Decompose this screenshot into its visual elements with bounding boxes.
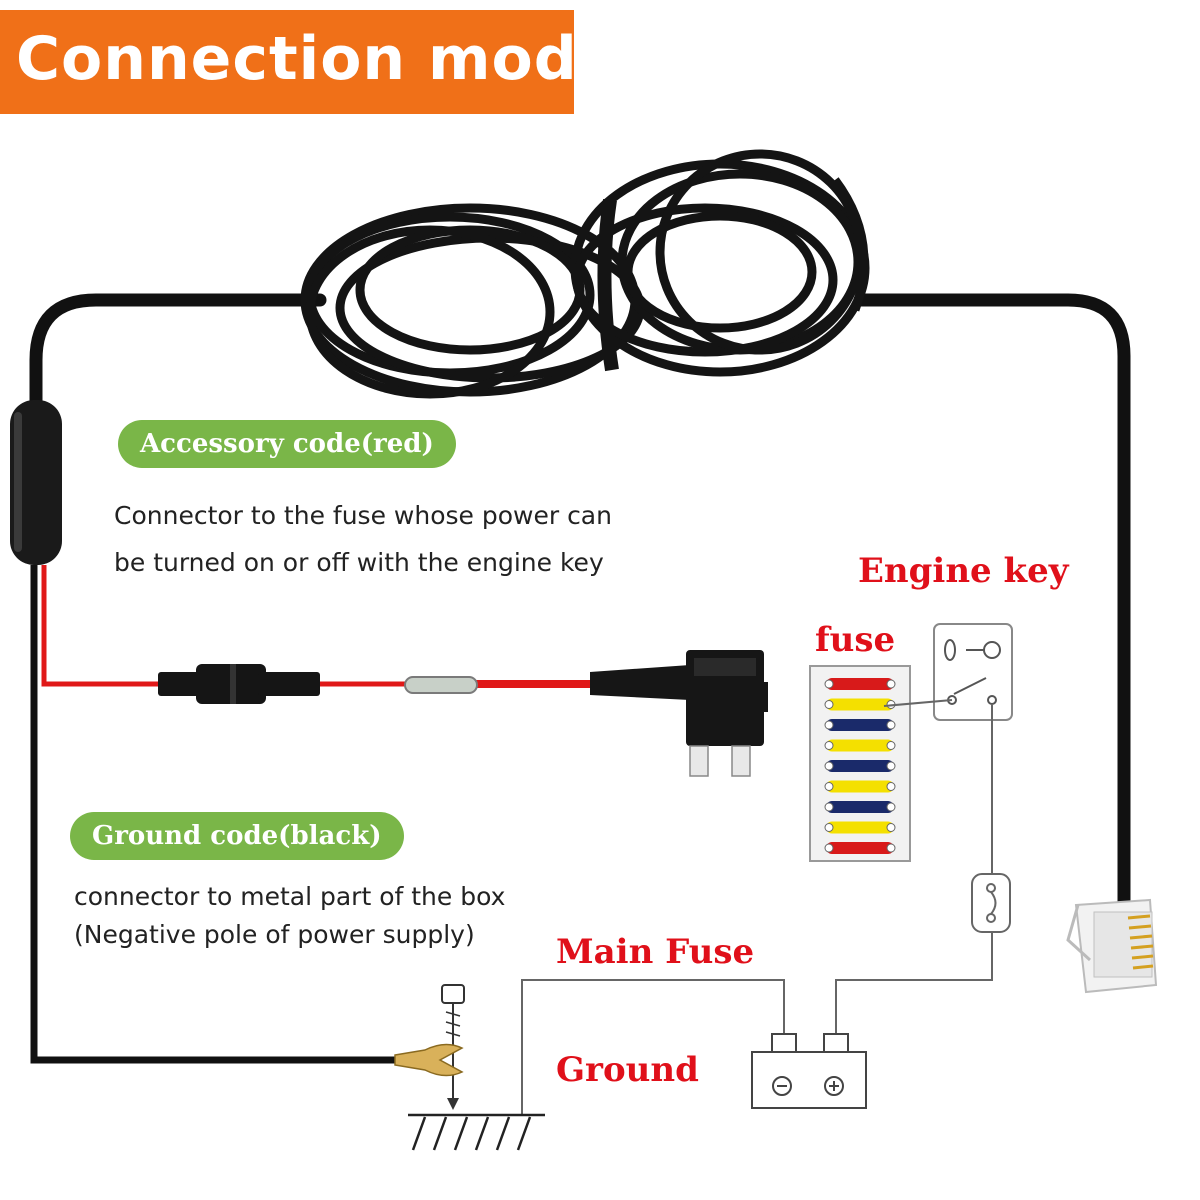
ground-label: Ground [556,1050,699,1090]
engine-key-switch [933,623,1013,721]
accessory-desc-line1: Connector to the fuse whose power can [114,501,612,530]
fuse-item [824,760,896,772]
title-banner: Connection mode [0,10,618,114]
circuit-wires [521,699,993,1115]
fuse-item [824,801,896,813]
fuse-item [824,842,896,854]
fuse-item [824,821,896,834]
engine-key-label: Engine key [858,551,1069,591]
fuse-item [824,698,896,711]
ground-symbol [408,1113,545,1151]
ground-desc-line2: (Negative pole of power supply) [74,920,475,949]
page-title: Connection mode [16,24,620,94]
main-fuse [971,873,1011,933]
ground-desc-line1: connector to metal part of the box [74,882,506,911]
fuse-tap-adapter [590,650,768,777]
rj-connector [1066,898,1158,994]
red-wire [41,565,165,687]
coiled-cable [300,149,870,399]
battery [751,1033,867,1109]
accessory-code-label: Accessory code(red) [118,420,456,468]
fuse-item [824,678,896,690]
fuse-item [824,719,896,731]
cable-junction [10,400,62,565]
fuse-item [824,739,896,752]
ground-wire [30,565,395,1064]
inline-fuse-holder [158,664,320,704]
butt-connector [404,676,478,694]
fuse-label: fuse [815,620,896,660]
black-cable [29,293,1131,912]
screw-terminal [394,984,465,1110]
main-fuse-label: Main Fuse [556,932,755,972]
fuse-item [824,780,896,793]
fuse-rows [824,678,896,854]
ground-code-label: Ground code(black) [70,812,404,860]
accessory-desc-line2: be turned on or off with the engine key [114,548,604,577]
